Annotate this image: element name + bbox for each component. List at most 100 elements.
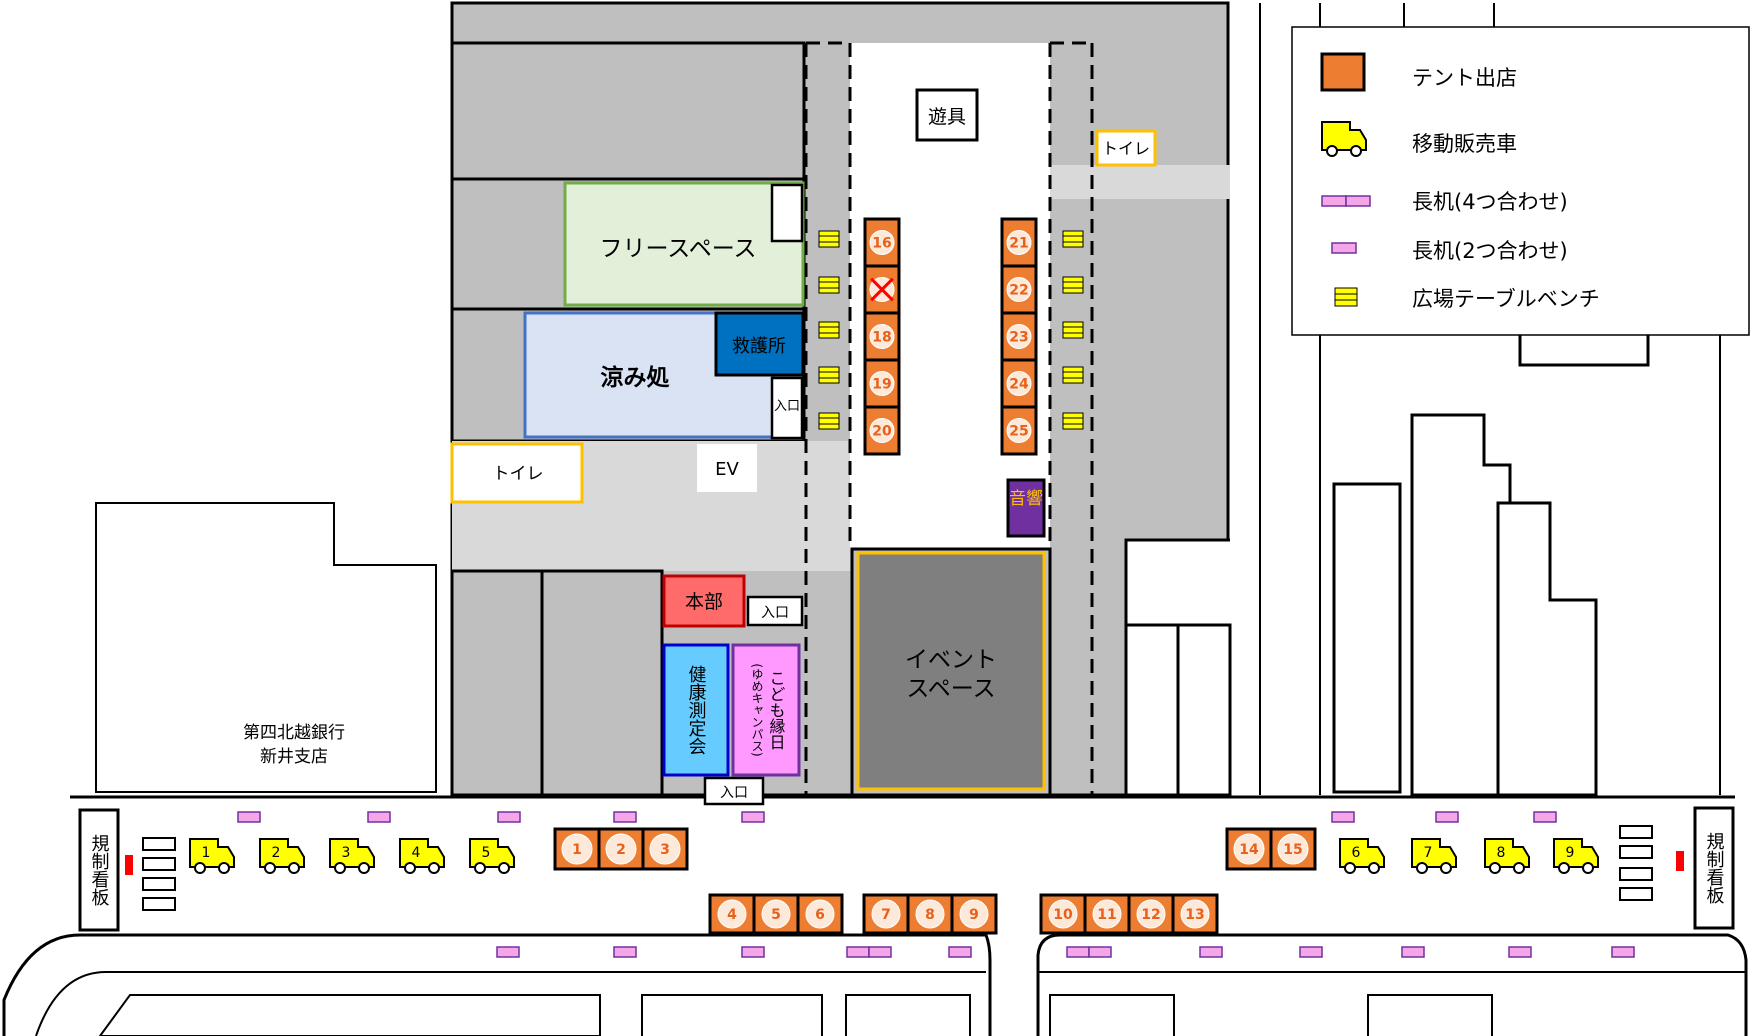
svg-text:トイレ: トイレ (1102, 139, 1150, 158)
sound-booth: 音響 (1006, 478, 1046, 538)
legend-desk4-label: 長机(4つ合わせ) (1412, 190, 1568, 214)
long-desk-2 (613, 946, 637, 958)
event-space: イベント スペース (850, 547, 1052, 797)
legend-tent-label: テント出店 (1412, 66, 1517, 90)
tent-4: 4 (708, 893, 756, 935)
tent-number: 22 (1009, 283, 1028, 299)
tent-5: 5 (752, 893, 800, 935)
svg-text:規制看板: 規制看板 (89, 834, 110, 906)
svg-text:涼み処: 涼み処 (601, 364, 671, 391)
kids-fair-booth: こども縁日 (ゆめキャンパス) (731, 643, 801, 777)
right-buildings (1259, 3, 1721, 797)
bench (818, 230, 840, 248)
long-desk-2 (237, 811, 261, 823)
first-aid-station: 救護所 (714, 311, 805, 377)
long-desk-2 (497, 811, 521, 823)
svg-text:EV: EV (715, 459, 739, 480)
long-desk-2 (367, 811, 391, 823)
tent-3: 3 (641, 827, 689, 871)
desk-layer (237, 811, 1635, 958)
tent-number: 15 (1283, 842, 1302, 858)
play-equipment: 遊具 (915, 88, 979, 142)
tent-15: 15 (1269, 827, 1317, 871)
tent-10: 10 (1039, 893, 1087, 935)
tent-9: 9 (950, 893, 998, 935)
tent-number: 12 (1141, 907, 1160, 923)
tent-11: 11 (1083, 893, 1131, 935)
tent-number: 1 (572, 842, 582, 858)
vehicle-number: 8 (1497, 845, 1506, 861)
vehicle-5: 5 (469, 838, 515, 874)
vehicle-7: 7 (1411, 838, 1457, 874)
vehicle-9: 9 (1553, 838, 1599, 874)
long-desk-2 (1611, 946, 1635, 958)
long-desk-2 (741, 946, 765, 958)
bank-name-line1: 第四北越銀行 (243, 723, 345, 743)
svg-text:遊具: 遊具 (928, 106, 966, 128)
tent-number: 21 (1009, 236, 1028, 252)
bank-name-line2: 新井支店 (260, 747, 328, 767)
vehicle-number: 1 (202, 845, 211, 861)
tent-19: 19 (863, 358, 901, 409)
long-desk-2 (496, 946, 520, 958)
long-desk-4 (1066, 946, 1112, 958)
tent-2: 2 (597, 827, 645, 871)
tent-13: 13 (1171, 893, 1219, 935)
tent-number: 19 (872, 377, 891, 393)
bench (1062, 366, 1084, 384)
svg-text:スペース: スペース (906, 676, 995, 702)
bench (1062, 321, 1084, 339)
tent-number: 20 (872, 424, 892, 440)
elevator: EV (697, 444, 757, 492)
tent-number: 4 (727, 907, 737, 923)
long-desk-2 (1401, 946, 1425, 958)
long-desk-2 (613, 811, 637, 823)
tent-number: 7 (881, 907, 891, 923)
vehicle-4: 4 (399, 838, 445, 874)
vehicle-6: 6 (1339, 838, 1385, 874)
long-desk-2 (1299, 946, 1323, 958)
tent-number: 11 (1097, 907, 1116, 923)
vehicle-8: 8 (1484, 838, 1530, 874)
svg-text:音響: 音響 (1009, 489, 1043, 509)
long-desk-2 (948, 946, 972, 958)
tent-25: 25 (1000, 405, 1038, 456)
svg-text:健康測定会: 健康測定会 (686, 665, 707, 755)
tent-number: 13 (1185, 907, 1204, 923)
vehicle-3: 3 (329, 838, 375, 874)
legend: テント出店 移動販売車 長机(4つ合わせ) 長机(2つ合わせ) 広場テーブルベン… (1291, 26, 1750, 336)
long-desk-2 (1331, 811, 1355, 823)
svg-text:規制看板: 規制看板 (1704, 832, 1725, 904)
tent-7: 7 (862, 893, 910, 935)
tent-21: 21 (1000, 217, 1038, 268)
legend-desk2-swatch (1331, 242, 1357, 254)
long-desk-2 (741, 811, 765, 823)
tent-16: 16 (863, 217, 901, 268)
legend-bench-swatch (1334, 287, 1358, 307)
svg-text:こども縁日: こども縁日 (767, 670, 786, 750)
tent-number: 18 (872, 330, 891, 346)
tent-22: 22 (1000, 264, 1038, 315)
legend-tent-swatch (1320, 52, 1366, 92)
vehicle-1: 1 (189, 838, 235, 874)
tent-8: 8 (906, 893, 954, 935)
tent-number: 23 (1009, 330, 1028, 346)
svg-text:イベント: イベント (905, 647, 997, 673)
tent-number: 2 (616, 842, 626, 858)
svg-text:本部: 本部 (685, 591, 723, 613)
toilet-right: トイレ (1095, 129, 1157, 167)
entrance-3: 入口 (746, 595, 804, 627)
svg-text:(ゆめキャンパス): (ゆめキャンパス) (750, 663, 764, 756)
tent-20: 20 (863, 405, 901, 456)
bench (818, 276, 840, 294)
bench (1062, 276, 1084, 294)
bench-layer (818, 230, 1084, 430)
sign-right: 規制看板 (1619, 806, 1735, 930)
svg-text:トイレ: トイレ (493, 464, 544, 484)
legend-desk4-swatch (1321, 195, 1371, 207)
tent-number: 5 (771, 907, 781, 923)
health-check-booth: 健康測定会 (662, 643, 730, 777)
bench (1062, 412, 1084, 430)
entrance-2: 入口 (770, 376, 804, 440)
